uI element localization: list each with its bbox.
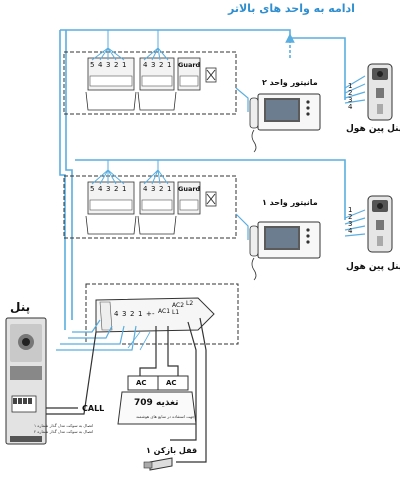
- unit2-doorpanel-icon: [367, 63, 393, 121]
- unit2-pin-3: 3: [348, 96, 353, 104]
- unit1-terminal-3: 3: [106, 185, 111, 193]
- panel-note-2: اتصال به سوکت مدل گذار شماره ۲: [34, 429, 94, 434]
- panel-note-1: اتصال به سوکت مدل گذار شماره ۱: [34, 423, 94, 428]
- strip-terminal-ac1: AC1: [158, 308, 171, 315]
- unit2-pin-2: 2: [348, 89, 353, 97]
- unit2-terminal-b2: 2: [159, 61, 164, 69]
- unit1-pin-1: 1: [348, 206, 353, 214]
- unit2-monitor-label: مانیتور واحد ۲: [262, 78, 318, 87]
- unit2-terminal-1: 1: [122, 61, 127, 69]
- panel-label: پنل: [10, 300, 31, 314]
- unit1-terminal-1: 1: [122, 185, 127, 193]
- unit1-distributor: [63, 160, 237, 239]
- strip-terminal-4: 4: [114, 310, 119, 318]
- strip-terminal-plus: +: [146, 310, 152, 318]
- unit2-terminal-3: 3: [106, 61, 111, 69]
- strip-terminal-2: 2: [130, 310, 135, 318]
- unit2-distributor: [63, 30, 237, 115]
- continue-upper-units-label: ادامه به واحد های بالاتر: [228, 2, 355, 15]
- unit2-terminal-2: 2: [114, 61, 119, 69]
- strip-terminal-ac2-l1: AC2 L1: [172, 302, 185, 316]
- unit1-pin-4: 4: [348, 227, 353, 235]
- lock-icon: [143, 457, 173, 471]
- unit1-doorpanel-label: پنل پین هول: [346, 262, 400, 272]
- unit2-pin-1: 1: [348, 82, 353, 90]
- unit1-monitor-icon: [249, 221, 321, 281]
- unit2-monitor-icon: [249, 93, 321, 153]
- supply-model: 709: [134, 398, 153, 408]
- unit2-doorpanel-label: پنل پین هول: [346, 124, 400, 134]
- unit1-terminal-2: 2: [114, 185, 119, 193]
- supply-ac-right: AC: [166, 379, 177, 387]
- terminal-strip: [85, 283, 239, 345]
- unit2-terminal-4: 4: [98, 61, 103, 69]
- unit1-terminal-4: 4: [98, 185, 103, 193]
- unit1-pin-2: 2: [348, 213, 353, 221]
- lock-label: قفل بازکن ۱: [146, 446, 198, 455]
- unit1-guard-label: Guard: [178, 185, 201, 193]
- supply-name: تغذیه: [156, 398, 179, 408]
- unit2-pin-4: 4: [348, 103, 353, 111]
- unit1-terminal-5: 5: [90, 185, 95, 193]
- strip-terminal-1: 1: [138, 310, 143, 318]
- unit1-terminal-b4: 4: [143, 185, 148, 193]
- riser-wires: [59, 29, 346, 330]
- unit2-guard-label: Guard: [178, 61, 201, 69]
- strip-terminal-minus: -: [152, 310, 155, 318]
- outdoor-panel-icon: [5, 317, 47, 445]
- unit1-pin-3: 3: [348, 220, 353, 228]
- strip-terminal-3: 3: [122, 310, 127, 318]
- unit2-terminal-b4: 4: [143, 61, 148, 69]
- unit1-terminal-b2: 2: [159, 185, 164, 193]
- strip-terminal-l2: L2: [186, 300, 194, 307]
- supply-note: جهت استفاده در منابع های هوشمند: [136, 414, 195, 419]
- power-supply: [117, 375, 197, 425]
- call-label: CALL: [82, 404, 105, 413]
- unit2-terminal-b3: 3: [151, 61, 156, 69]
- unit2-terminal-5: 5: [90, 61, 95, 69]
- unit1-terminal-b3: 3: [151, 185, 156, 193]
- supply-ac-left: AC: [136, 379, 147, 387]
- unit1-doorpanel-icon: [367, 195, 393, 253]
- unit1-monitor-label: مانیتور واحد ۱: [262, 198, 318, 207]
- unit1-terminal-b1: 1: [167, 185, 172, 193]
- unit2-terminal-b1: 1: [167, 61, 172, 69]
